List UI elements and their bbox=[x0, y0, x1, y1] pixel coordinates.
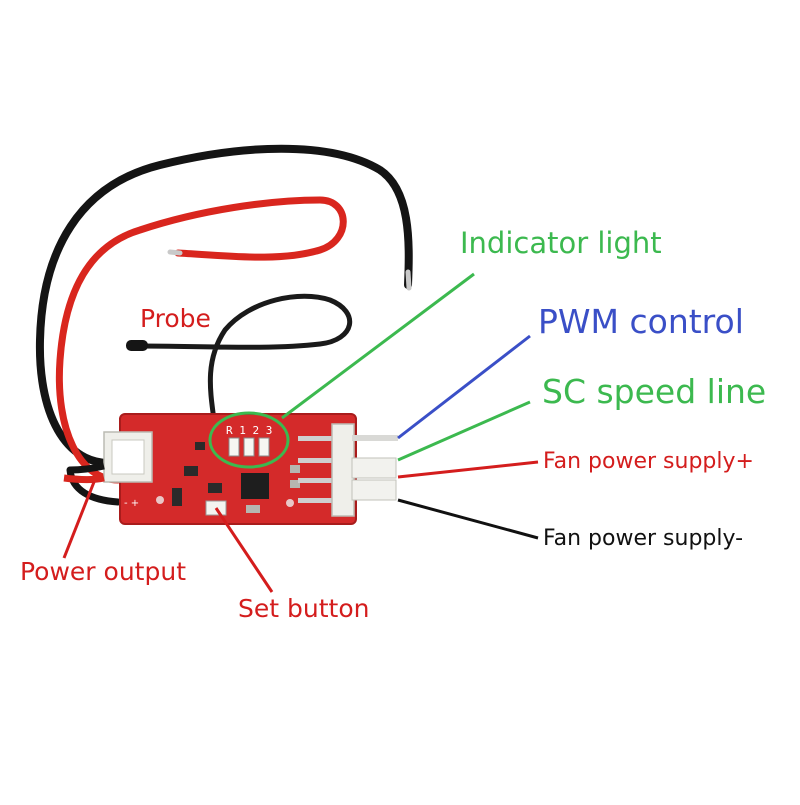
silkscreen-leds: R 1 2 3 bbox=[226, 424, 272, 437]
label-sc-speed-line: SC speed line bbox=[542, 372, 767, 411]
black-wire-lower bbox=[66, 466, 122, 506]
right-connector bbox=[298, 423, 398, 517]
led-2 bbox=[243, 437, 255, 457]
led-3 bbox=[258, 437, 270, 457]
red-wire bbox=[55, 196, 347, 484]
label-indicator-light: Indicator light bbox=[460, 226, 662, 260]
leader-fan-minus bbox=[397, 498, 539, 540]
leader-fan-plus bbox=[397, 460, 539, 479]
label-fan-power-plus: Fan power supply+ bbox=[543, 449, 754, 474]
leader-lines bbox=[62, 272, 539, 593]
label-probe: Probe bbox=[140, 304, 211, 333]
label-fan-power-minus: Fan power supply- bbox=[543, 526, 744, 551]
label-power-output: Power output bbox=[20, 557, 186, 586]
label-set-button: Set button bbox=[238, 594, 370, 623]
red-wire-tip bbox=[167, 249, 183, 256]
black-wire bbox=[35, 144, 413, 467]
probe-lead bbox=[137, 293, 353, 423]
chip bbox=[241, 473, 269, 499]
probe-head bbox=[126, 340, 148, 351]
wires bbox=[35, 144, 413, 506]
pcb: R 1 2 3 - + bbox=[103, 413, 398, 525]
leader-pwm bbox=[397, 334, 531, 440]
leader-sc bbox=[397, 400, 531, 462]
black-wire-tip bbox=[405, 269, 412, 291]
indicator-highlight-circle bbox=[208, 411, 290, 469]
silkscreen-polarity: - + bbox=[124, 498, 139, 509]
leader-indicator bbox=[281, 272, 475, 420]
leader-power-output bbox=[62, 481, 96, 559]
led-1 bbox=[228, 437, 240, 457]
leader-set-button bbox=[214, 507, 274, 593]
label-pwm-control: PWM control bbox=[538, 302, 744, 341]
